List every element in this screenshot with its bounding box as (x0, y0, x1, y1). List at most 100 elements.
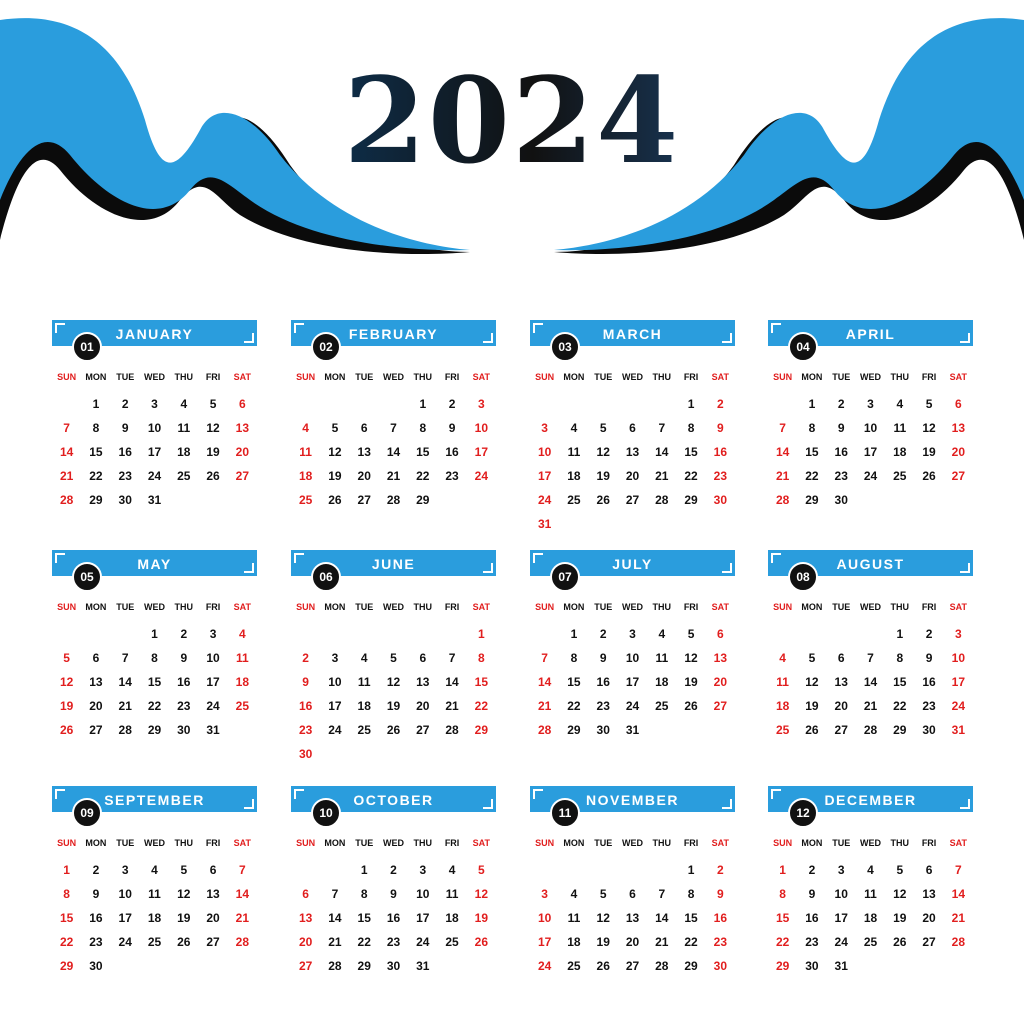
day-cell: 28 (445, 723, 459, 737)
day-cell: 30 (118, 493, 132, 507)
day-cell: 10 (951, 651, 966, 665)
corner-decoration (533, 553, 543, 563)
day-cell: 20 (951, 445, 966, 459)
weekday-label: THU (652, 838, 672, 848)
day-cell: 12 (805, 675, 819, 689)
day-cell: 23 (805, 935, 819, 949)
day-cell: 24 (474, 469, 489, 483)
day-cell: 15 (89, 445, 103, 459)
day-cell: 28 (775, 493, 790, 507)
day-cell: 18 (147, 911, 162, 925)
day-cell: 16 (386, 911, 401, 925)
weekday-label: FRI (921, 838, 937, 848)
weekday-label: TUE (355, 372, 374, 382)
weekday-label: MON (563, 602, 585, 612)
day-cell: 21 (445, 699, 459, 713)
day-cell: 22 (416, 469, 430, 483)
day-cell: 22 (805, 469, 819, 483)
weekday-label: THU (174, 602, 194, 612)
day-cell: 27 (834, 723, 848, 737)
day-cell: 14 (328, 911, 342, 925)
day-cell: 4 (570, 887, 578, 901)
day-cell: 10 (863, 421, 878, 435)
day-cell: 10 (206, 651, 220, 665)
day-cell: 4 (658, 627, 666, 641)
year-title: 2024 (0, 62, 1024, 180)
weekday-label: TUE (355, 602, 374, 612)
month-name: AUGUST (836, 556, 905, 572)
day-cell: 2 (390, 863, 397, 877)
day-cell: 2 (599, 627, 607, 641)
day-cell: 1 (63, 863, 70, 877)
day-cell: 29 (567, 723, 581, 737)
weekday-label: SAT (949, 602, 968, 612)
day-cell: 14 (775, 445, 790, 459)
day-cell: 14 (118, 675, 132, 689)
empty-cell (350, 627, 379, 651)
day-cell: 11 (776, 675, 789, 689)
day-cell: 5 (331, 421, 339, 435)
day-cell: 9 (180, 651, 188, 665)
day-cell: 1 (687, 863, 695, 877)
weekday-label: SAT (949, 372, 968, 382)
day-cell: 2 (925, 627, 933, 641)
weekday-label: SAT (472, 838, 491, 848)
weekday-label: SUN (773, 838, 793, 848)
month-number-badge: 01 (72, 332, 102, 362)
day-cell: 17 (147, 445, 162, 459)
month-name: MARCH (602, 326, 663, 342)
day-cell: 7 (867, 651, 874, 665)
empty-cell (350, 397, 379, 421)
corner-decoration (244, 799, 254, 809)
day-cell: 19 (177, 911, 191, 925)
weekday-label: MON (324, 602, 346, 612)
day-cell: 17 (863, 445, 878, 459)
day-cell: 3 (151, 397, 158, 411)
day-cell: 3 (419, 863, 427, 877)
day-cell: 29 (147, 723, 162, 737)
day-cell: 15 (684, 911, 698, 925)
day-cell: 30 (89, 959, 103, 973)
day-cell: 6 (419, 651, 427, 665)
day-cell: 4 (570, 421, 578, 435)
day-cell: 7 (658, 887, 666, 901)
corner-decoration (55, 789, 65, 799)
day-cell: 12 (177, 887, 191, 901)
day-cell: 19 (474, 911, 489, 925)
empty-cell (437, 627, 466, 651)
day-cell: 24 (416, 935, 430, 949)
day-cell: 22 (474, 699, 489, 713)
day-cell: 6 (629, 421, 636, 435)
weekday-label: WED (382, 838, 404, 848)
day-cell: 7 (63, 421, 70, 435)
day-cell: 11 (567, 911, 581, 925)
weekday-label: SAT (711, 838, 730, 848)
day-cell: 17 (951, 675, 966, 689)
month-name: DECEMBER (824, 792, 917, 808)
day-cell: 5 (896, 863, 904, 877)
day-cell: 10 (416, 887, 430, 901)
corner-decoration (960, 799, 970, 809)
weekday-label: FRI (683, 602, 699, 612)
day-cell: 28 (328, 959, 342, 973)
day-cell: 31 (951, 723, 966, 737)
day-cell: 10 (118, 887, 132, 901)
day-cell: 10 (834, 887, 848, 901)
day-cell: 31 (147, 493, 162, 507)
day-cell: 15 (893, 675, 907, 689)
corner-decoration (533, 789, 543, 799)
empty-cell (379, 397, 408, 421)
day-cell: 5 (209, 397, 217, 411)
weekday-label: TUE (594, 372, 613, 382)
day-cell: 21 (386, 469, 401, 483)
day-cell: 3 (955, 627, 962, 641)
empty-cell (408, 627, 437, 651)
day-cell: 14 (445, 675, 459, 689)
day-cell: 16 (834, 445, 848, 459)
